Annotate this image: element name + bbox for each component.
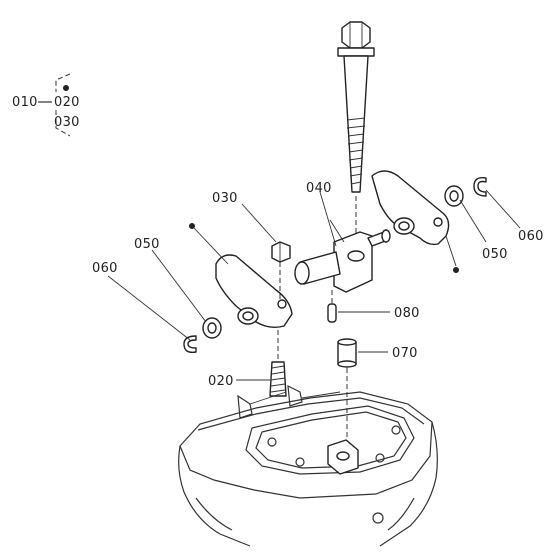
left-clip	[183, 335, 197, 354]
right-washer	[444, 185, 464, 207]
label-060-right: 060	[518, 229, 544, 244]
label-030-tree: 030	[54, 115, 80, 130]
leader-lines	[107, 189, 521, 381]
label-040: 040	[306, 181, 332, 196]
tree-bracket-bottom	[55, 110, 71, 137]
label-020-tree: 020	[54, 95, 80, 110]
label-030: 030	[212, 191, 238, 206]
label-020: 020	[208, 374, 234, 389]
long-bolt	[337, 21, 375, 246]
rocker-bracket	[294, 219, 391, 293]
assembly-tree: 010 020 030	[12, 73, 80, 137]
label-060-left: 060	[92, 261, 118, 276]
left-washer	[202, 317, 222, 339]
label-080: 080	[394, 306, 420, 321]
label-050-left: 050	[134, 237, 160, 252]
label-050-right: 050	[482, 247, 508, 262]
right-clip	[473, 176, 487, 197]
tree-dot	[63, 85, 69, 91]
label-070: 070	[392, 346, 418, 361]
nut	[271, 241, 291, 302]
left-rocker-arm	[189, 223, 293, 329]
adjusting-screw	[269, 330, 287, 397]
cylinder-head	[178, 384, 438, 547]
right-rocker-arm	[371, 170, 459, 273]
pin	[327, 290, 337, 323]
label-010: 010	[12, 95, 38, 110]
